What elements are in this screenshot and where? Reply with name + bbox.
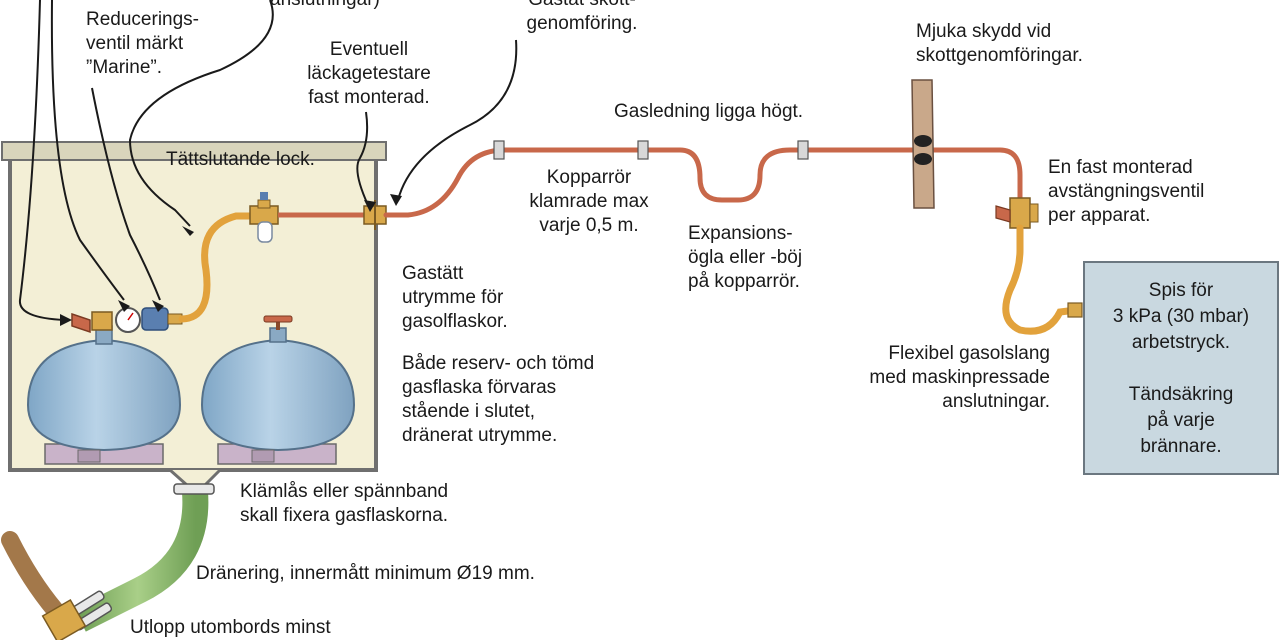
inner-gas-hose: [178, 212, 262, 323]
leader-arrowheads: [60, 194, 402, 326]
drain-hose: [1, 483, 215, 640]
label-outlet: Utlopp utombords minst: [130, 617, 331, 638]
label-gastight-space: Gastätt utrymme för gasolflaskor.: [402, 263, 508, 332]
stove-box: [1083, 261, 1279, 475]
flex-hose: [1002, 224, 1080, 335]
label-top-left-partial: anslutningar): [270, 0, 380, 12]
label-clamp-lock: Klämlås eller spännband skall fixera gas…: [240, 481, 449, 526]
label-drainage: Dränering, innermått minimum Ø19 mm.: [196, 563, 535, 584]
leak-tester: [249, 192, 279, 243]
label-soft-protection: Mjuka skydd vid skottgenomföringar.: [916, 21, 1083, 66]
locker-lid: [1, 141, 387, 161]
bulkhead-wall: [911, 79, 935, 209]
label-shutoff-valve: En fast monterad avstängningsventil per …: [1048, 157, 1205, 226]
label-expansion-loop: Expansions- ögla eller -böj på kopparrör…: [688, 223, 803, 292]
label-bulkhead-passthrough: Gastät skott- genomföring.: [526, 0, 638, 34]
gas-bottle-left: [26, 325, 182, 465]
label-tight-lid: Tättslutande lock.: [166, 149, 315, 170]
leader-lines: [18, 0, 518, 321]
label-bottles-stored: Både reserv- och tömd gasflaska förvaras…: [402, 353, 595, 446]
label-leak-tester: Eventuell läckagetestare fast monterad.: [307, 39, 431, 108]
shutoff-valve: [995, 197, 1039, 229]
label-copper-clamped: Kopparrör klamrade max varje 0,5 m.: [529, 167, 649, 236]
pipe-clamps: [493, 140, 809, 160]
label-reducer-valve: Reducerings- ventil märkt ”Marine”.: [86, 9, 199, 78]
bottle-valve-regulator: [71, 307, 183, 334]
reducer-valve: [141, 307, 169, 331]
copper-gas-line: [383, 147, 1023, 218]
label-gas-line-high: Gasledning ligga högt.: [614, 101, 804, 122]
gas-bottle-right: [200, 315, 356, 465]
stove-connector: [1067, 302, 1083, 318]
label-stove-box: Spis för 3 kPa (30 mbar) arbetstryck. Tä…: [1112, 280, 1250, 457]
label-flex-hose: Flexibel gasolslang med maskinpressade a…: [869, 343, 1050, 412]
